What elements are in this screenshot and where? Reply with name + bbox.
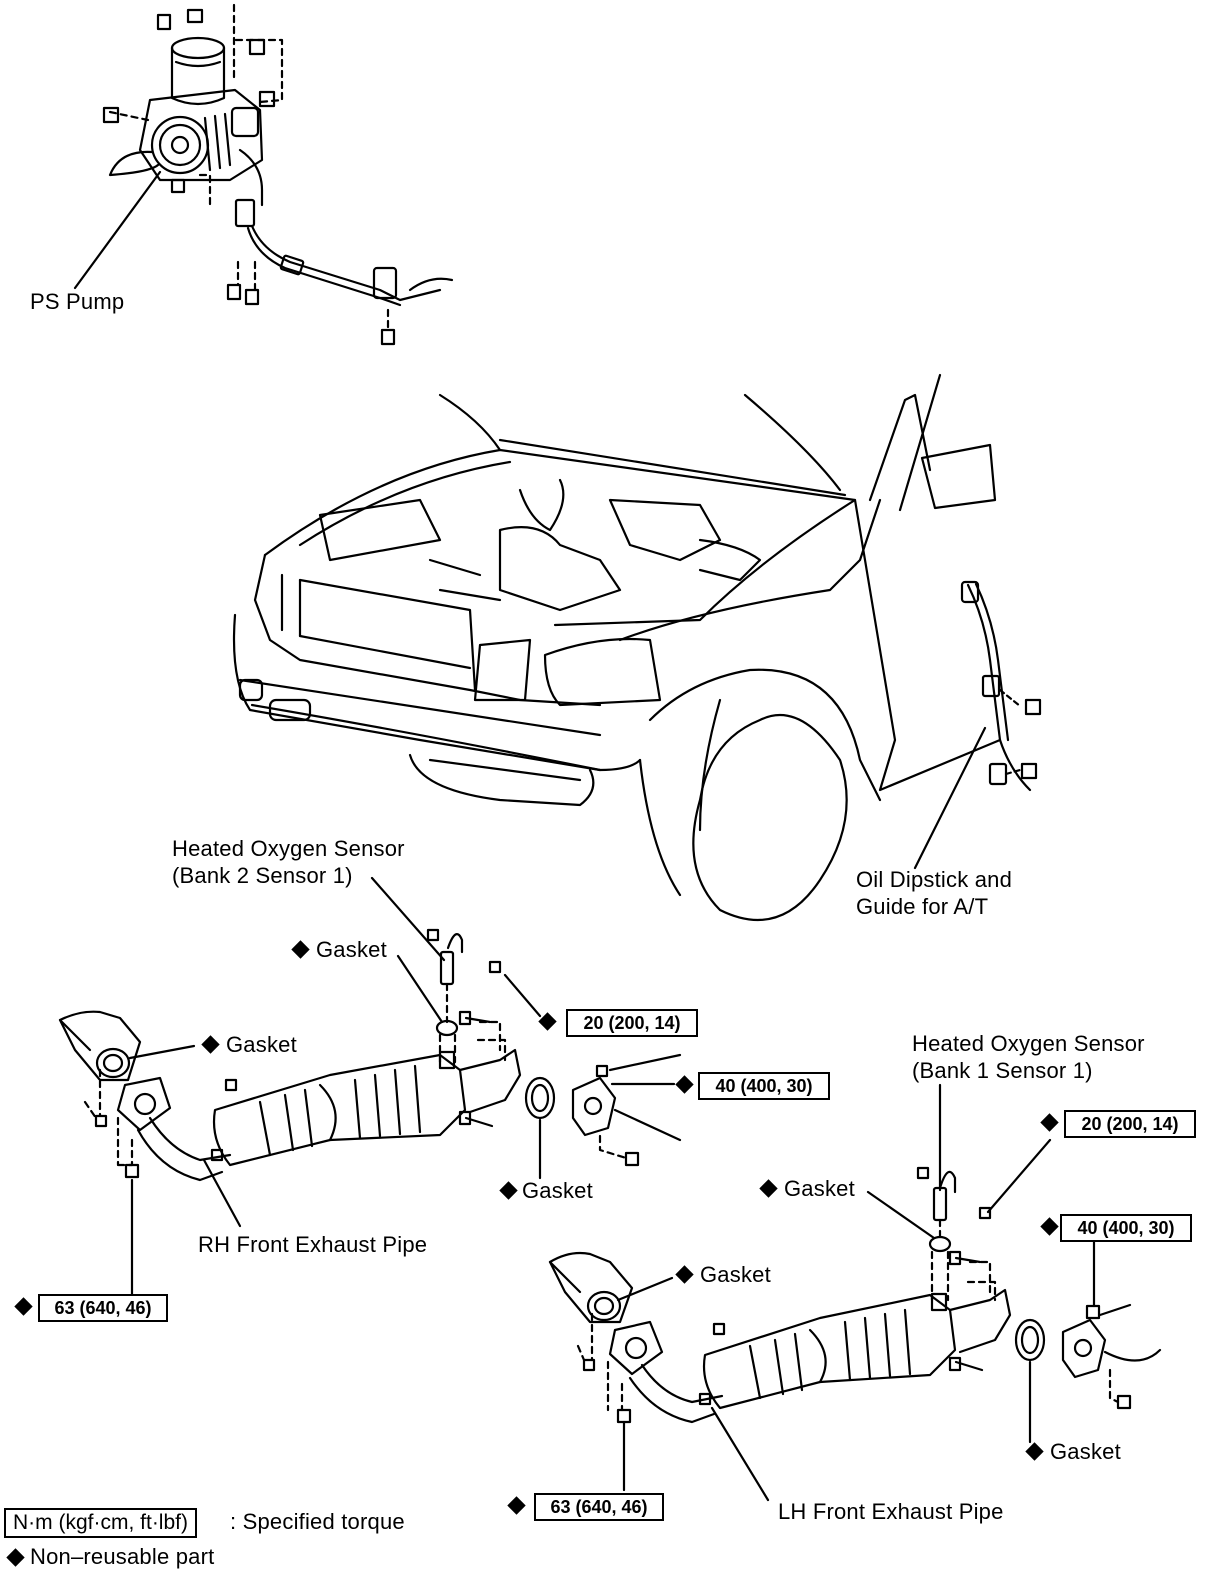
dipstick-label-line1: Oil Dipstick and xyxy=(856,867,1013,892)
rh-front-exhaust-pipe-label: RH Front Exhaust Pipe xyxy=(198,1232,428,1257)
dipstick-label-line2: Guide for A/T xyxy=(856,894,989,919)
ho2s-bank1-label-line1: Heated Oxygen Sensor xyxy=(912,1031,1145,1056)
oxygen-sensor-bank2-illustration xyxy=(426,928,502,1064)
legend-non-reusable-text: Non–reusable part xyxy=(30,1544,215,1569)
gasket-label-lh-flange: Gasket xyxy=(1050,1439,1121,1464)
ps-pump-label: PS Pump xyxy=(30,289,125,314)
oxygen-sensor-bank1-illustration xyxy=(916,1166,992,1302)
oil-dipstick-illustration xyxy=(960,580,1042,792)
torque-box-rh-flange: 40 (400, 30) xyxy=(698,1072,830,1100)
torque-box-sensor-bank1: 20 (200, 14) xyxy=(1064,1110,1196,1138)
gasket-label-sensor-bank2: Gasket xyxy=(316,937,387,962)
ps-pump-leader xyxy=(73,170,162,290)
lh-front-exhaust-pipe-label: LH Front Exhaust Pipe xyxy=(778,1499,1004,1524)
ho2s-bank2-label-line2: (Bank 2 Sensor 1) xyxy=(172,863,353,888)
vehicle-illustration xyxy=(232,373,1002,922)
torque-box-lh-flange: 40 (400, 30) xyxy=(1060,1214,1192,1242)
legend-torque-text: : Specified torque xyxy=(230,1509,405,1534)
leader-lines xyxy=(128,876,1096,1502)
gasket-label-rh-flange: Gasket xyxy=(522,1178,593,1203)
rh-exhaust-pipe-illustration xyxy=(58,1010,682,1182)
lh-exhaust-pipe-illustration xyxy=(548,1250,1162,1424)
legend-torque-unit-box: N·m (kgf·cm, ft·lbf) xyxy=(4,1508,197,1538)
torque-box-sensor-bank2: 20 (200, 14) xyxy=(566,1009,698,1037)
gasket-label-rh-manifold: Gasket xyxy=(226,1032,297,1057)
torque-box-rh-manifold: 63 (640, 46) xyxy=(38,1294,168,1322)
gasket-label-lh-manifold: Gasket xyxy=(700,1262,771,1287)
ho2s-bank2-label-line1: Heated Oxygen Sensor xyxy=(172,836,405,861)
gasket-label-sensor-bank1: Gasket xyxy=(784,1176,855,1201)
torque-box-lh-manifold: 63 (640, 46) xyxy=(534,1493,664,1521)
ho2s-bank1-label-line2: (Bank 1 Sensor 1) xyxy=(912,1058,1093,1083)
ps-pump-illustration xyxy=(102,3,454,346)
dipstick-leader xyxy=(913,726,987,870)
